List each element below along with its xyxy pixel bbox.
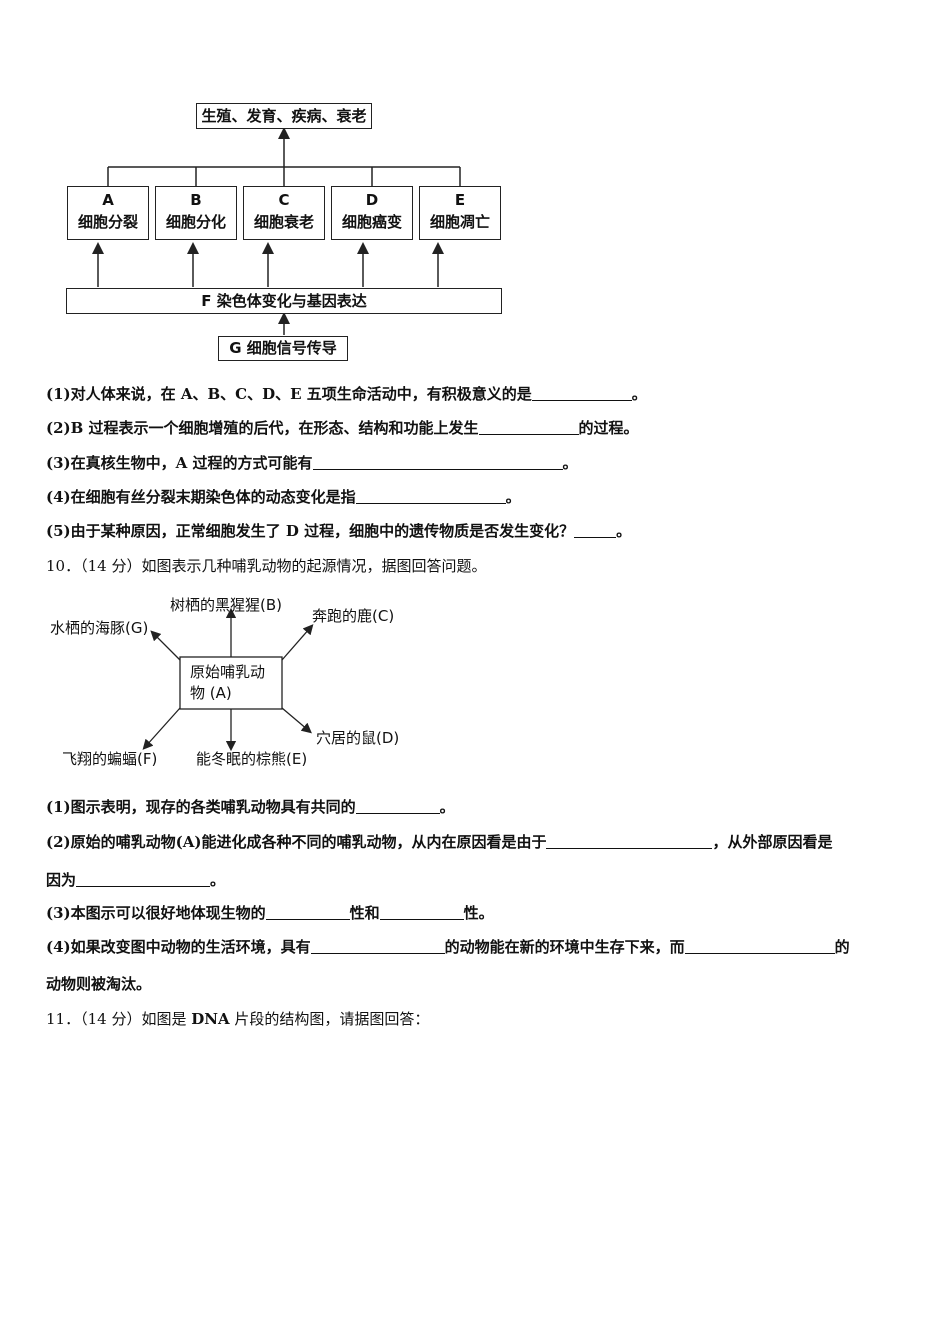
q10-item-4-cont: 动物则被淘汰。: [46, 974, 151, 994]
q9-item-1-text: (1)对人体来说，在 A、B、C、D、E 五项生命活动中，有积极意义的是: [46, 385, 532, 403]
cell-name: 细胞凋亡: [429, 213, 490, 231]
q10-item-2-end: 。: [210, 871, 226, 889]
q10-item-4-text-c: 的: [834, 938, 850, 956]
cell-box-e: E 细胞凋亡: [419, 186, 501, 240]
cell-name: 细胞分化: [165, 213, 226, 231]
q9-item-3-end: 。: [562, 454, 578, 472]
cell-name: 细胞衰老: [253, 213, 314, 231]
q10-heading-text: 10．（14 分）如图表示几种哺乳动物的起源情况，据图回答问题。: [46, 557, 487, 575]
answer-blank[interactable]: [76, 872, 211, 887]
g-box-label: G 细胞信号传导: [229, 339, 337, 357]
q9-item-4-end: 。: [505, 488, 521, 506]
outcome-box: 生殖、发育、疾病、衰老: [196, 103, 372, 129]
cell-letter: A: [102, 191, 114, 209]
q9-item-2-end: 的过程。: [578, 419, 639, 437]
animal-label-d: 穴居的鼠(D): [316, 729, 400, 747]
g-box: G 细胞信号传导: [218, 336, 348, 361]
q9-item-1: (1)对人体来说，在 A、B、C、D、E 五项生命活动中，有积极意义的是 。: [46, 384, 647, 404]
q10-item-4-text: (4)如果改变图中动物的生活环境，具有: [46, 938, 311, 956]
radiation-arrows: [142, 607, 314, 752]
center-label-line1: 原始哺乳动: [190, 663, 266, 681]
cell-letter: D: [365, 191, 379, 209]
animal-label-c: 奔跑的鹿(C): [312, 607, 395, 625]
q11-heading-dna: DNA: [191, 1010, 230, 1028]
q10-item-2: (2)原始的哺乳动物(A)能进化成各种不同的哺乳动物，从内在原因看是由于 ，从外部…: [46, 832, 832, 852]
q9-item-5-text: (5)由于某种原因，正常细胞发生了 D 过程，细胞中的遗传物质是否发生变化？: [46, 522, 575, 540]
cell-box-c: C 细胞衰老: [243, 186, 325, 240]
q10-item-3: (3)本图示可以很好地体现生物的 性和 性。: [46, 903, 494, 923]
q10-item-3-text-b: 性和: [349, 904, 380, 922]
q10-item-3-text: (3)本图示可以很好地体现生物的: [46, 904, 266, 922]
q10-item-4-text-d: 动物则被淘汰。: [46, 975, 152, 993]
answer-blank[interactable]: [355, 489, 506, 504]
q9-item-5-end: 。: [616, 522, 632, 540]
animal-label-e: 能冬眠的棕熊(E): [196, 750, 308, 768]
q10-item-2-text-c: 因为: [46, 871, 77, 889]
q9-item-3-text: (3)在真核生物中，A 过程的方式可能有: [46, 454, 313, 472]
q10-item-2-text: (2)原始的哺乳动物(A)能进化成各种不同的哺乳动物，从内在原因看是由于: [46, 833, 547, 851]
cell-box-a: A 细胞分裂: [67, 186, 149, 240]
answer-blank[interactable]: [531, 386, 632, 401]
q10-item-4-text-b: 的动物能在新的环境中生存下来，而: [444, 938, 685, 956]
answer-blank[interactable]: [355, 799, 440, 814]
cell-letter: C: [278, 191, 290, 209]
animal-label-f: 飞翔的蝙蝠(F): [62, 750, 158, 768]
cell-name: 细胞分裂: [77, 213, 138, 231]
cell-box-d: D 细胞癌变: [331, 186, 413, 240]
f-box: F 染色体变化与基因表达: [66, 288, 502, 314]
q10-item-1-end: 。: [439, 798, 455, 816]
q10-item-1: (1)图示表明，现存的各类哺乳动物具有共同的 。: [46, 797, 455, 817]
q10-item-2-cont: 因为 。: [46, 870, 225, 890]
q9-item-4-text: (4)在细胞有丝分裂末期染色体的动态变化是指: [46, 488, 356, 506]
q10-item-2-text-b: ，从外部原因看是: [712, 833, 833, 851]
animal-label-b: 树栖的黑猩猩(B): [170, 596, 282, 614]
q9-item-1-end: 。: [631, 385, 647, 403]
q11-heading-pre: 11．（14 分）如图是: [46, 1010, 192, 1028]
q10-item-4: (4)如果改变图中动物的生活环境，具有 的动物能在新的环境中生存下来，而 的: [46, 937, 850, 957]
answer-blank[interactable]: [379, 905, 464, 920]
q10-heading: 10．（14 分）如图表示几种哺乳动物的起源情况，据图回答问题。: [46, 556, 486, 576]
animal-label-g: 水栖的海豚(G): [50, 619, 149, 637]
answer-blank[interactable]: [265, 905, 350, 920]
center-label-line2: 物 (A): [190, 684, 232, 702]
q10-item-1-text: (1)图示表明，现存的各类哺乳动物具有共同的: [46, 798, 356, 816]
diagram-connectors: [92, 127, 461, 335]
q9-item-2-text: (2)B 过程表示一个细胞增殖的后代，在形态、结构和功能上发生: [46, 419, 479, 437]
cell-name: 细胞癌变: [341, 213, 402, 231]
cell-letter: B: [190, 191, 202, 209]
q9-item-2: (2)B 过程表示一个细胞增殖的后代，在形态、结构和功能上发生 的过程。: [46, 418, 639, 438]
q9-item-3: (3)在真核生物中，A 过程的方式可能有 。: [46, 453, 578, 473]
answer-blank[interactable]: [478, 420, 579, 435]
q10-item-3-text-c: 性。: [463, 904, 494, 922]
q9-item-5: (5)由于某种原因，正常细胞发生了 D 过程，细胞中的遗传物质是否发生变化？ 。: [46, 521, 631, 541]
outcome-label: 生殖、发育、疾病、衰老: [201, 107, 367, 125]
answer-blank[interactable]: [574, 523, 617, 538]
q11-heading-post: 片段的结构图，请据图回答：: [229, 1010, 430, 1028]
q9-item-4: (4)在细胞有丝分裂末期染色体的动态变化是指 。: [46, 487, 521, 507]
f-box-label: F 染色体变化与基因表达: [201, 292, 367, 310]
answer-blank[interactable]: [312, 455, 563, 470]
answer-blank[interactable]: [310, 939, 445, 954]
answer-blank[interactable]: [546, 834, 713, 849]
answer-blank[interactable]: [684, 939, 835, 954]
cell-box-b: B 细胞分化: [155, 186, 237, 240]
q11-heading: 11．（14 分）如图是 DNA 片段的结构图，请据图回答：: [46, 1009, 429, 1029]
cell-letter: E: [454, 191, 466, 209]
